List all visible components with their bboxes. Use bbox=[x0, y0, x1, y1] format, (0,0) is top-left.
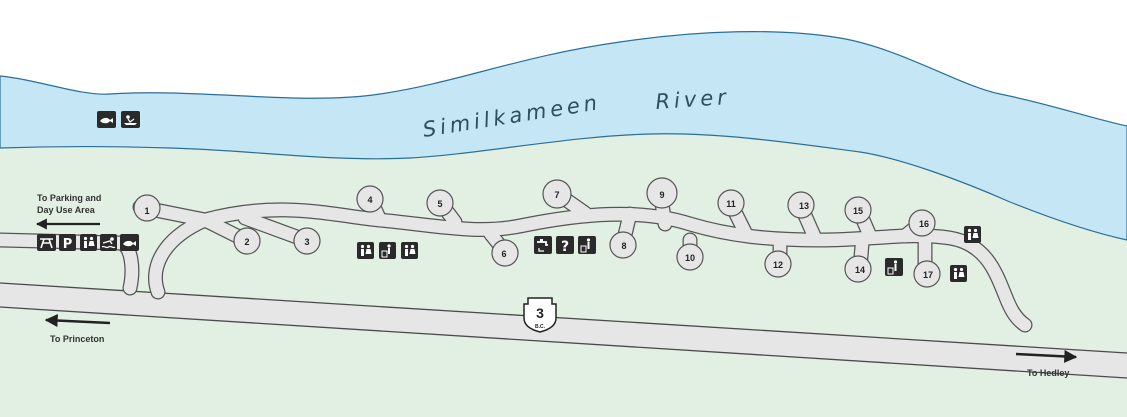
site-pad-16[interactable] bbox=[908, 209, 936, 237]
site-pad-2[interactable] bbox=[233, 227, 261, 255]
highway-road bbox=[0, 283, 1127, 378]
toilets-icon bbox=[950, 265, 967, 282]
site-pad-8[interactable] bbox=[609, 231, 637, 259]
site-label: 11 bbox=[726, 199, 736, 209]
garbage-icon bbox=[578, 236, 596, 254]
fishing-icon bbox=[97, 111, 116, 128]
site-pad-9[interactable] bbox=[646, 177, 678, 209]
site-label: 13 bbox=[799, 201, 809, 211]
campsite-pads bbox=[133, 177, 941, 288]
site-pad-12[interactable] bbox=[764, 250, 792, 278]
swimming-icon bbox=[100, 234, 117, 251]
water-tap-icon bbox=[534, 236, 552, 254]
parking-glyph: P bbox=[63, 237, 73, 252]
site-pad-6[interactable] bbox=[491, 239, 519, 267]
toilets-icon bbox=[357, 242, 374, 259]
direction-parking-line2: Day Use Area bbox=[37, 205, 96, 215]
toilets-icon bbox=[401, 242, 418, 259]
site-label: 9 bbox=[659, 190, 664, 200]
site-pad-7[interactable] bbox=[542, 179, 572, 209]
site-pad-4[interactable] bbox=[356, 185, 384, 213]
toilets-icon bbox=[964, 226, 981, 243]
site-numbers: 1 2 3 4 5 6 7 8 9 10 11 12 13 14 15 16 1… bbox=[144, 190, 933, 280]
site-pad-13[interactable] bbox=[787, 191, 815, 219]
site-label: 16 bbox=[919, 219, 929, 229]
site-label: 2 bbox=[244, 237, 249, 247]
highway-region: B.C. bbox=[535, 324, 546, 330]
information-icon: ? bbox=[556, 236, 574, 255]
site-label: 10 bbox=[685, 253, 695, 263]
site-label: 17 bbox=[923, 270, 933, 280]
boat-launch-icon bbox=[121, 111, 140, 128]
site-label: 5 bbox=[437, 199, 442, 209]
site-pad-14[interactable] bbox=[844, 255, 872, 283]
site-pad-17[interactable] bbox=[913, 260, 941, 288]
information-glyph: ? bbox=[561, 239, 569, 255]
site-label: 3 bbox=[304, 237, 309, 247]
hedley-arrow bbox=[1015, 349, 1078, 363]
site-label: 12 bbox=[773, 260, 783, 270]
parking-icon: P bbox=[59, 234, 76, 252]
site-label: 4 bbox=[367, 195, 372, 205]
site-label: 1 bbox=[144, 206, 149, 216]
site-pad-3[interactable] bbox=[293, 227, 321, 255]
direction-parking-line1: To Parking and bbox=[37, 193, 101, 203]
picnic-icon bbox=[37, 234, 56, 251]
toilets-icon bbox=[80, 234, 97, 251]
highway-number: 3 bbox=[536, 305, 544, 321]
garbage-icon bbox=[885, 258, 903, 276]
site-pad-11[interactable] bbox=[717, 189, 745, 217]
garbage-icon bbox=[379, 242, 396, 259]
map-icons: P bbox=[37, 111, 981, 282]
princeton-arrow bbox=[44, 314, 111, 328]
site-pad-5[interactable] bbox=[426, 189, 454, 217]
highway-shield: 3 B.C. bbox=[523, 297, 557, 333]
direction-hedley: To Hedley bbox=[1027, 368, 1069, 378]
site-label: 15 bbox=[853, 206, 863, 216]
site-label: 8 bbox=[621, 241, 626, 251]
site-pad-15[interactable] bbox=[844, 196, 872, 224]
site-pad-10[interactable] bbox=[676, 243, 704, 271]
river-name-part2: River bbox=[655, 85, 731, 114]
site-label: 7 bbox=[554, 190, 559, 200]
site-pad-1[interactable] bbox=[133, 194, 161, 222]
fishing-icon bbox=[120, 234, 139, 251]
site-label: 14 bbox=[855, 265, 865, 275]
direction-princeton: To Princeton bbox=[50, 334, 104, 344]
site-label: 6 bbox=[501, 249, 506, 259]
